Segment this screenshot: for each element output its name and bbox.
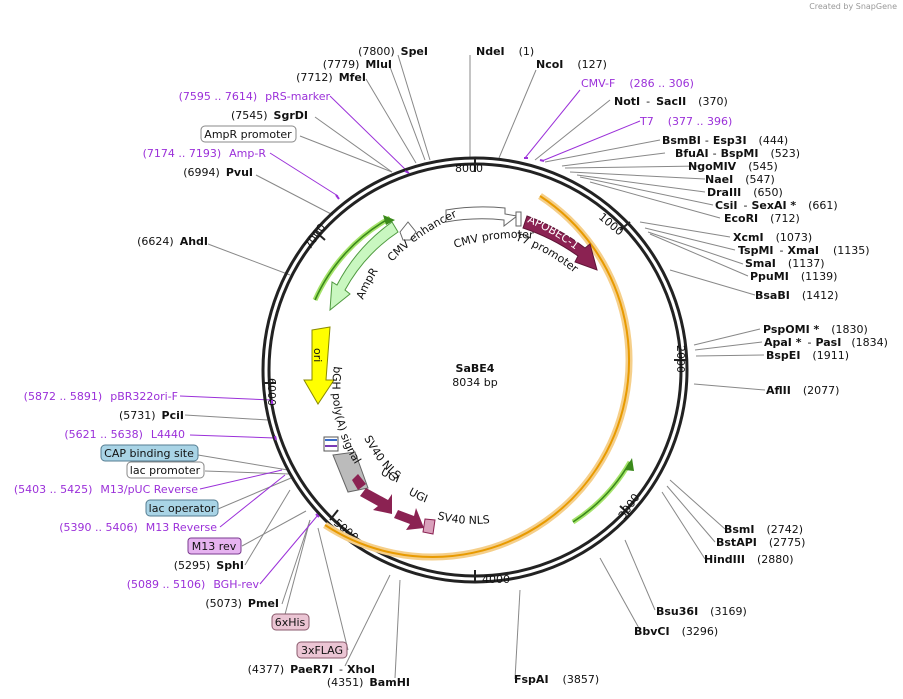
sv40-nls-1-mark bbox=[352, 474, 366, 490]
tick-label-7000: 7000 bbox=[302, 221, 329, 251]
site-label: BsmI(2742) bbox=[724, 523, 803, 536]
site-label: BstAPI(2775) bbox=[716, 536, 805, 549]
site-label: XcmI(1073) bbox=[733, 231, 812, 244]
cmv-enhancer-arrow bbox=[399, 221, 417, 241]
lac-promoter-label: lac promoter bbox=[130, 464, 201, 477]
his6-box bbox=[271, 613, 310, 631]
ugi-1-arrow bbox=[360, 488, 392, 514]
m13-rev-label: M13 rev bbox=[192, 540, 237, 553]
plasmid-name: SaBE4 bbox=[456, 362, 495, 375]
site-label: (6624)AhdI bbox=[137, 235, 208, 248]
primer-list: CMV-F(286 .. 306) T7(377 .. 396) (7595 .… bbox=[14, 77, 732, 591]
primer-lines bbox=[179, 89, 641, 585]
primer-label: T7(377 .. 396) bbox=[639, 115, 732, 128]
site-label: BspEI(1911) bbox=[766, 349, 849, 362]
lac-operator-label: lac operator bbox=[149, 502, 216, 515]
site-label: PpuMI(1139) bbox=[750, 270, 837, 283]
flag3-box bbox=[296, 641, 348, 659]
primer-label: CMV-F(286 .. 306) bbox=[581, 77, 694, 90]
site-label: NdeI(1) bbox=[476, 45, 534, 58]
site-label: (4377)PaeR7I-XhoI bbox=[248, 663, 375, 676]
site-label: NaeI(547) bbox=[705, 173, 775, 186]
site-label: (5073)PmeI bbox=[205, 597, 279, 610]
cap-site-box bbox=[100, 444, 199, 462]
site-label: (7779)MluI bbox=[323, 58, 392, 71]
site-label: (7712)MfeI bbox=[296, 71, 366, 84]
site-label: (4351)BamHI bbox=[327, 676, 410, 689]
ori-arrow bbox=[303, 326, 335, 405]
ampr-promoter-box bbox=[200, 125, 297, 143]
cap-site-label: CAP binding site bbox=[104, 447, 194, 460]
sv40-nls-2-label: SV40 NLS bbox=[436, 509, 490, 527]
ampr-promoter-label: AmpR promoter bbox=[204, 128, 292, 141]
green-arrow-right-head bbox=[625, 458, 634, 471]
site-label: NgoMIV(545) bbox=[688, 160, 778, 173]
primer-ticks bbox=[271, 157, 545, 518]
site-label: HindIII(2880) bbox=[704, 553, 794, 566]
site-label: EcoRI(712) bbox=[724, 212, 800, 225]
tick-label-8000: 8000 bbox=[455, 162, 483, 175]
ugi-2-label: UGI bbox=[407, 485, 430, 505]
leader-lines bbox=[184, 54, 766, 680]
site-label: CsiI-SexAI *(661) bbox=[715, 199, 838, 212]
primer-label: (7174 .. 7193)Amp-R bbox=[143, 147, 267, 160]
site-label: NcoI(127) bbox=[536, 58, 607, 71]
site-label: AflII(2077) bbox=[766, 384, 839, 397]
cmv-enhancer-label: CMV enhancer bbox=[385, 207, 459, 264]
site-label: FspAI(3857) bbox=[514, 673, 599, 686]
sv40-nls-2-mark bbox=[422, 518, 436, 535]
m13-rev-box bbox=[187, 537, 242, 555]
site-label: PspOMI *(1830) bbox=[763, 323, 868, 336]
plasmid-size: 8034 bp bbox=[452, 376, 497, 389]
site-label: BfuAI-BspMI(523) bbox=[675, 147, 800, 160]
ori-label: ori bbox=[311, 348, 324, 362]
tick-label-6000: 6000 bbox=[265, 378, 278, 406]
site-label: Bsu36I(3169) bbox=[656, 605, 747, 618]
primer-label: (5872 .. 5891)pBR322ori-F bbox=[24, 390, 178, 403]
flag3-label: 3xFLAG bbox=[301, 644, 343, 657]
site-label: (7800)SpeI bbox=[358, 45, 428, 58]
tick-label-2000: 2000 bbox=[674, 345, 687, 373]
orf-ring bbox=[324, 195, 630, 558]
lac-promoter-box bbox=[126, 461, 205, 479]
primer-label: (5621 .. 5638)L4440 bbox=[64, 428, 185, 441]
left-site-list: (7800)SpeI (7779)MluI (7712)MfeI (7545)S… bbox=[119, 45, 428, 689]
right-site-list: NdeI(1) NcoI(127) NotI-SacII(370) BsmBI-… bbox=[476, 45, 888, 686]
site-label: (5731)PciI bbox=[119, 409, 184, 422]
site-label: BbvCI(3296) bbox=[634, 625, 718, 638]
green-arrow-left bbox=[314, 217, 391, 301]
site-label: TspMI-XmaI(1135) bbox=[738, 244, 870, 257]
site-label: BsmBI-Esp3I(444) bbox=[662, 134, 788, 147]
site-label: (5295)SphI bbox=[174, 559, 244, 572]
t7-promoter-mark bbox=[515, 211, 522, 227]
site-label: DraIII(650) bbox=[707, 186, 783, 199]
tick-marks bbox=[264, 158, 686, 582]
lac-operator-box bbox=[145, 499, 219, 517]
primer-label: (5390 .. 5406)M13 Reverse bbox=[59, 521, 217, 534]
green-arrow-left-head bbox=[383, 215, 395, 225]
ampr-arrow bbox=[329, 221, 399, 312]
site-label: ApaI *-PasI(1834) bbox=[764, 336, 888, 349]
tick-label-4000: 4000 bbox=[482, 573, 510, 586]
primer-label: (5089 .. 5106)BGH-rev bbox=[127, 578, 260, 591]
site-label: SmaI(1137) bbox=[745, 257, 824, 270]
site-label: (7545)SgrDI bbox=[231, 109, 308, 122]
site-label: BsaBI(1412) bbox=[755, 289, 838, 302]
site-label: NotI-SacII(370) bbox=[614, 95, 728, 108]
primer-label: (5403 .. 5425)M13/pUC Reverse bbox=[14, 483, 198, 496]
snapgene-credit: Created by SnapGene bbox=[809, 2, 897, 11]
his6-label: 6xHis bbox=[275, 616, 306, 629]
apobec-arrow bbox=[522, 215, 598, 271]
primer-label: (7595 .. 7614)pRS-marker bbox=[179, 90, 331, 103]
cmv-promoter-arrow bbox=[445, 206, 519, 228]
ugi-2-arrow bbox=[394, 508, 424, 530]
site-label: (6994)PvuI bbox=[183, 166, 253, 179]
